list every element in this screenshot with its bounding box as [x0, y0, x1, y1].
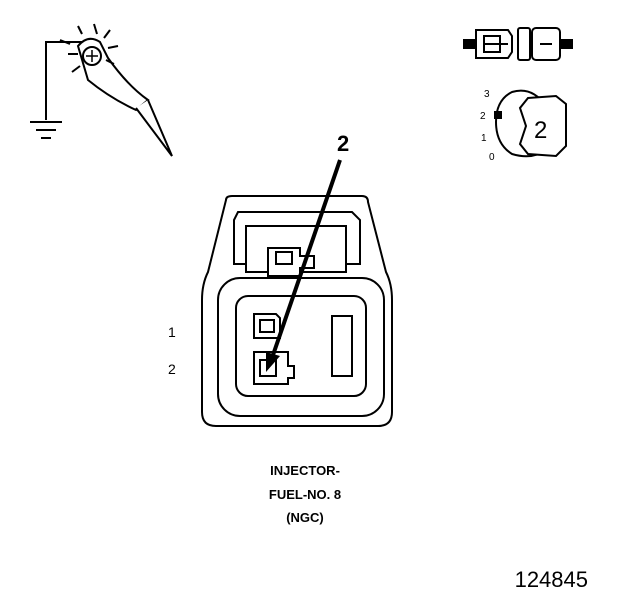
caption-line-1: INJECTOR-: [270, 463, 340, 478]
key-scale-2: 2: [480, 111, 486, 122]
connector-mating-icon: [463, 27, 573, 61]
connector-face: [201, 195, 393, 427]
key-position-dial-icon: 3 2 1 0 2: [480, 89, 567, 163]
caption-line-3: (NGC): [286, 510, 324, 525]
figure-number: 124845: [515, 567, 588, 592]
pin-number-2: 2: [168, 361, 176, 377]
key-scale-0: 0: [489, 152, 495, 163]
callout-arrow: [266, 159, 342, 372]
test-light-probe-icon: [30, 23, 173, 157]
callout-number: 2: [337, 131, 349, 156]
pin-number-1: 1: [168, 324, 176, 340]
key-position-value: 2: [534, 117, 547, 144]
caption-line-2: FUEL-NO. 8: [269, 487, 341, 502]
key-scale-1: 1: [481, 133, 487, 144]
key-scale-3: 3: [484, 89, 490, 100]
